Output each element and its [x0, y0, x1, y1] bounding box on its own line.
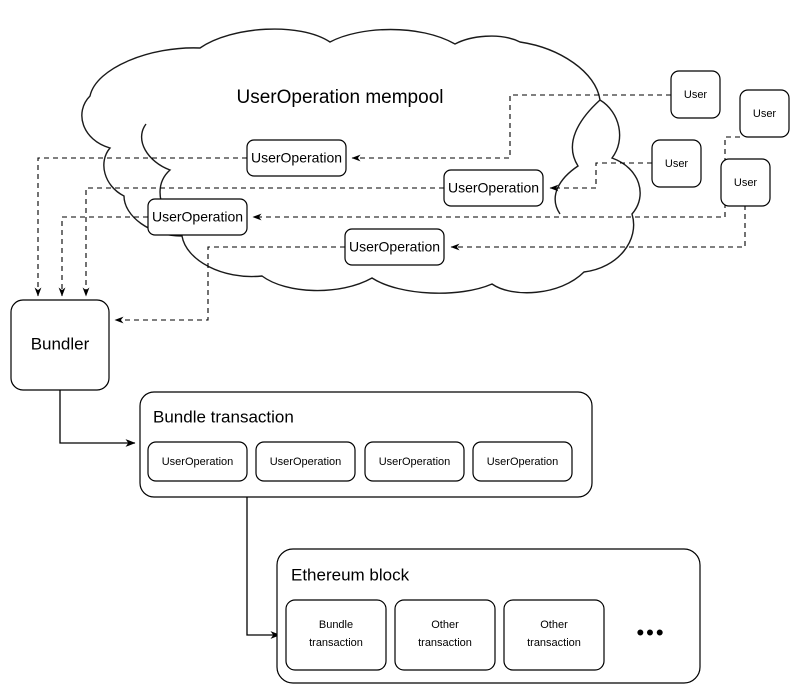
user-label: User: [684, 89, 708, 101]
block-transaction-line1: Other: [431, 619, 459, 631]
connector-uop3-to-bundler: [58, 216, 148, 297]
ethereum-block-title: Ethereum block: [291, 565, 410, 584]
connector-bundle-transaction-to-block: [246, 497, 281, 639]
user-box-1[interactable]: User: [670, 70, 721, 119]
block-transaction-line2: transaction: [418, 637, 472, 649]
bundle-userop-label: UserOperation: [487, 456, 559, 468]
bundle-transaction-title: Bundle transaction: [153, 407, 294, 426]
connector-uop4-to-bundler: [114, 246, 345, 324]
bundle-userop-label: UserOperation: [162, 456, 234, 468]
user-box-3[interactable]: User: [651, 139, 702, 188]
mempool-userop-2[interactable]: UserOperation: [443, 169, 544, 207]
bundle-userop-2[interactable]: UserOperation: [255, 441, 356, 482]
mempool-userop-3[interactable]: UserOperation: [147, 198, 248, 236]
bundler-box[interactable]: Bundler: [10, 299, 110, 391]
connector-user3-to-uop2: [549, 162, 652, 192]
connector-user1-to-uop1: [351, 94, 671, 162]
bundle-userop-4[interactable]: UserOperation: [472, 441, 573, 482]
mempool-userop-label: UserOperation: [152, 209, 243, 225]
block-transaction-line2: transaction: [309, 637, 363, 649]
mempool-userop-label: UserOperation: [349, 239, 440, 255]
block-transaction-line1: Other: [540, 619, 568, 631]
ethereum-block-box[interactable]: Ethereum block Bundle transaction Other …: [276, 548, 701, 684]
bundle-userop-label: UserOperation: [270, 456, 342, 468]
mempool-userop-label: UserOperation: [448, 180, 539, 196]
bundle-userop-1[interactable]: UserOperation: [147, 441, 248, 482]
user-label: User: [734, 177, 758, 189]
bundle-transaction-box[interactable]: Bundle transaction UserOperation UserOpe…: [139, 391, 593, 498]
block-transaction-other-2[interactable]: Other transaction: [503, 599, 605, 671]
bundle-userop-label: UserOperation: [379, 456, 451, 468]
block-transaction-line2: transaction: [527, 637, 581, 649]
mempool-userop-4[interactable]: UserOperation: [344, 228, 445, 266]
mempool-userop-label: UserOperation: [251, 150, 342, 166]
user-box-2[interactable]: User: [739, 89, 790, 138]
user-label: User: [753, 108, 777, 120]
block-transaction-other-1[interactable]: Other transaction: [394, 599, 496, 671]
block-transactions-ellipsis: •••: [636, 620, 665, 645]
bundle-userop-3[interactable]: UserOperation: [364, 441, 465, 482]
connector-uop1-to-bundler: [34, 157, 247, 297]
block-transaction-line1: Bundle: [319, 619, 353, 631]
mempool-title: UserOperation mempool: [237, 87, 444, 108]
user-box-4[interactable]: User: [720, 158, 771, 207]
connector-bundler-to-bundle-transaction: [59, 390, 136, 447]
user-label: User: [665, 158, 689, 170]
connector-user4-to-uop4: [450, 205, 746, 251]
bundler-label: Bundler: [31, 334, 90, 353]
connector-uop2-to-bundler: [82, 187, 444, 297]
block-transaction-bundle[interactable]: Bundle transaction: [285, 599, 387, 671]
mempool-userop-1[interactable]: UserOperation: [246, 139, 347, 177]
